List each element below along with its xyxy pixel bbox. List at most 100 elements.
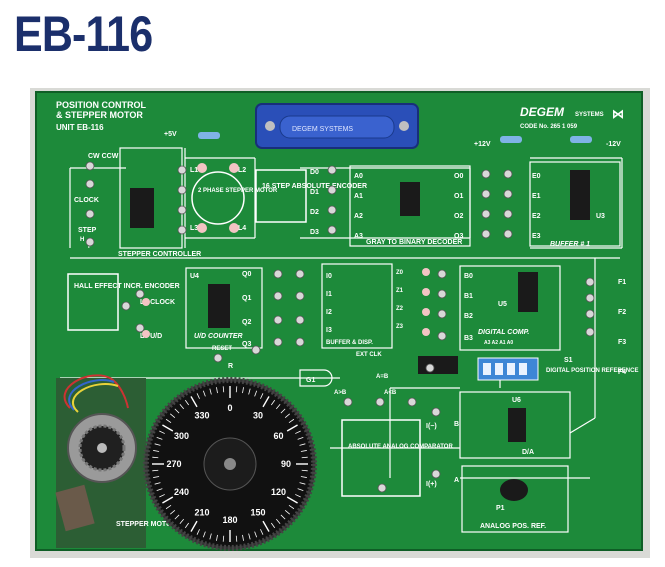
l6-ud-label: L6 U/D bbox=[140, 333, 162, 340]
logo-mark-icon: ⋈ bbox=[612, 107, 624, 121]
dial-teeth bbox=[143, 377, 317, 551]
brand-sub: SYSTEMS bbox=[575, 112, 604, 118]
encoder-title: 16 STEP ABSOLUTE ENCODER bbox=[262, 183, 367, 190]
u4-label: U4 bbox=[190, 273, 199, 280]
dial-tick bbox=[284, 509, 291, 515]
z3-label: Z3 bbox=[396, 324, 404, 330]
b1-label: B1 bbox=[464, 293, 473, 300]
gray-decoder-label: GRAY TO BINARY DECODER bbox=[366, 239, 462, 246]
dial-label: 270 bbox=[166, 459, 181, 469]
e3-label: E3 bbox=[532, 233, 541, 240]
dial-tick bbox=[174, 514, 180, 520]
led-l1 bbox=[197, 163, 207, 173]
dial-tick bbox=[295, 494, 301, 498]
coil-l3: L3 bbox=[190, 225, 198, 232]
b2-label: B2 bbox=[464, 313, 473, 320]
dial-tick bbox=[235, 535, 238, 542]
pcb-border bbox=[35, 91, 643, 551]
buffer1-box bbox=[529, 161, 621, 247]
step-f-label: F bbox=[88, 244, 92, 250]
o1-label: O1 bbox=[454, 193, 463, 200]
dial-tick bbox=[154, 482, 161, 485]
wire-yellow bbox=[71, 383, 119, 413]
digital-pos-ref-label: DIGITAL POSITION REFERENCE bbox=[546, 368, 638, 374]
p1-label: P1 bbox=[496, 505, 505, 512]
gray-decoder-box bbox=[349, 165, 471, 247]
dial-tick bbox=[301, 456, 308, 459]
capacitor-3 bbox=[570, 136, 592, 143]
i1-label: I1 bbox=[326, 291, 332, 298]
coil-l4: L4 bbox=[238, 225, 246, 232]
dial-label: 300 bbox=[174, 431, 189, 441]
dial-tick bbox=[184, 522, 190, 529]
dial-label: 120 bbox=[271, 487, 286, 497]
digital-comp-label: DIGITAL COMP. bbox=[478, 329, 529, 336]
phase-motor-symbol bbox=[191, 171, 245, 225]
q3-label: Q3 bbox=[242, 341, 251, 348]
stepper-controller-box bbox=[119, 147, 183, 249]
u3-label: U3 bbox=[596, 213, 605, 220]
r-label: R bbox=[228, 363, 233, 370]
u5-label: U5 bbox=[498, 301, 507, 308]
dial-label: 60 bbox=[273, 431, 283, 441]
i2-label: I2 bbox=[326, 309, 332, 316]
analog-pos-ref-label: ANALOG POS. REF. bbox=[480, 523, 546, 530]
reset-label: RESET bbox=[212, 346, 232, 352]
z0-label: Z0 bbox=[396, 270, 404, 276]
a-pin-label: A bbox=[454, 477, 459, 484]
gate-g1 bbox=[299, 369, 333, 387]
i-minus-label: I(−) bbox=[426, 423, 437, 430]
ic-u5 bbox=[518, 272, 538, 312]
dial-tick bbox=[169, 509, 176, 515]
dial-tick bbox=[153, 450, 160, 452]
z2-label: Z2 bbox=[396, 306, 404, 312]
q2-label: Q2 bbox=[242, 319, 251, 326]
a1-label: A1 bbox=[354, 193, 363, 200]
d2-label: D2 bbox=[310, 209, 319, 216]
board-photo: POSITION CONTROL & STEPPER MOTOR UNIT EB… bbox=[30, 88, 650, 558]
d0-label: D0 bbox=[310, 169, 319, 176]
d3-label: D3 bbox=[310, 229, 319, 236]
dial-tick bbox=[286, 424, 298, 432]
dial-tick bbox=[190, 396, 198, 408]
dial-tick bbox=[260, 529, 264, 535]
z1-label: Z1 bbox=[396, 288, 404, 294]
ud-counter-box bbox=[185, 267, 263, 349]
dial-tick bbox=[275, 403, 281, 410]
wire-red bbox=[63, 374, 129, 409]
potentiometer-p1[interactable] bbox=[500, 479, 528, 501]
q1-label: Q1 bbox=[242, 295, 251, 302]
step-label: STEP bbox=[78, 227, 97, 234]
dial-tick bbox=[288, 418, 295, 424]
dial-tick bbox=[196, 393, 200, 399]
dial-tick bbox=[299, 482, 306, 485]
buffer-disp-label: BUFFER & DISP. bbox=[326, 340, 373, 346]
dial-tick bbox=[297, 436, 304, 440]
dial-tick bbox=[260, 393, 264, 399]
dial-tick bbox=[254, 390, 258, 397]
dial-tick bbox=[254, 531, 258, 538]
f4-label: F4 bbox=[618, 369, 626, 376]
led-l4 bbox=[229, 223, 239, 233]
led-l3 bbox=[197, 223, 207, 233]
connector-text: DEGEM SYSTEMS bbox=[292, 126, 353, 133]
e1-label: E1 bbox=[532, 193, 541, 200]
coil-l2: L2 bbox=[238, 167, 246, 174]
board-unit: UNIT EB-116 bbox=[56, 123, 104, 132]
dial-tick bbox=[152, 469, 159, 472]
dial-tick bbox=[156, 436, 163, 440]
dial-label: 0 bbox=[227, 403, 232, 413]
g1-label: G1 bbox=[306, 377, 315, 384]
led-l2 bbox=[229, 163, 239, 173]
i3-label: I3 bbox=[326, 327, 332, 334]
f3-label: F3 bbox=[618, 339, 626, 346]
dial-tick bbox=[162, 424, 174, 432]
dial-tick bbox=[284, 413, 291, 419]
motor-block bbox=[55, 484, 95, 532]
silk-traces bbox=[60, 148, 623, 479]
dial-tick bbox=[222, 386, 225, 393]
a-eq-b-label: A=B bbox=[376, 374, 389, 380]
dial-tick bbox=[209, 388, 212, 395]
b0-label: B0 bbox=[464, 273, 473, 280]
